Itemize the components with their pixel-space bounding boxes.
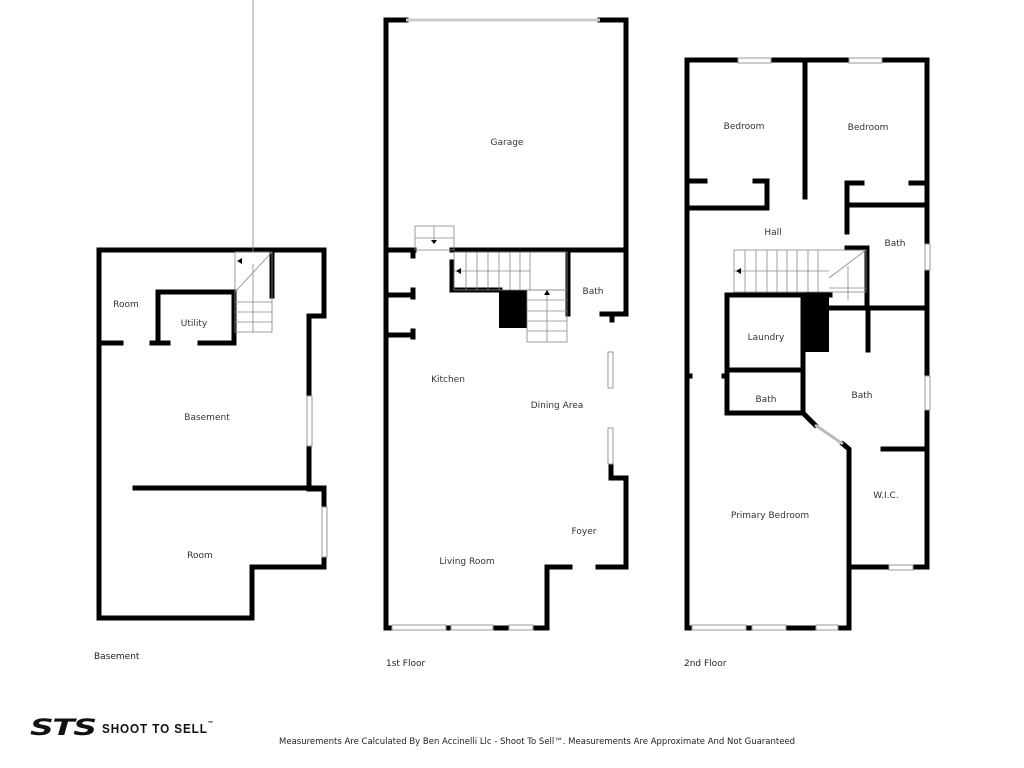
- room-label: Bath: [756, 395, 777, 405]
- room-label: Room: [113, 300, 139, 310]
- second-floor-chase: [805, 292, 829, 352]
- room-label: Bedroom: [724, 122, 765, 132]
- stair-arrows: [237, 240, 741, 295]
- room-label: Laundry: [748, 333, 785, 343]
- room-label: Dining Area: [531, 401, 584, 411]
- floor-label-first: 1st Floor: [386, 659, 426, 669]
- floor-label-second: 2nd Floor: [684, 659, 727, 669]
- room-label: Foyer: [572, 527, 597, 537]
- room-label: Basement: [184, 413, 230, 423]
- room-label: Bath: [885, 239, 906, 249]
- room-label: Bedroom: [848, 123, 889, 133]
- room-label: W.I.C.: [873, 491, 898, 501]
- room-label: Hall: [764, 228, 781, 238]
- trademark: ™: [207, 721, 215, 727]
- logo-mark: STS: [30, 716, 97, 741]
- logo-text: SHOOT TO SELL™: [102, 721, 214, 736]
- windows: [306, 18, 931, 631]
- room-label: Bath: [583, 287, 604, 297]
- room-label: Utility: [181, 319, 208, 329]
- room-label: Bath: [852, 391, 873, 401]
- first-floor-chase: [499, 290, 527, 328]
- stairs: [234, 0, 867, 343]
- room-label: Living Room: [439, 557, 494, 567]
- room-label: Garage: [491, 138, 524, 148]
- room-label: Primary Bedroom: [731, 511, 809, 521]
- room-label: Kitchen: [431, 375, 465, 385]
- room-label: Room: [187, 551, 213, 561]
- brand-logo: STS SHOOT TO SELL™: [30, 716, 227, 741]
- floor-label-basement: Basement: [94, 652, 140, 662]
- logo-text-label: SHOOT TO SELL: [102, 721, 208, 736]
- disclaimer: Measurements Are Calculated By Ben Accin…: [279, 737, 796, 747]
